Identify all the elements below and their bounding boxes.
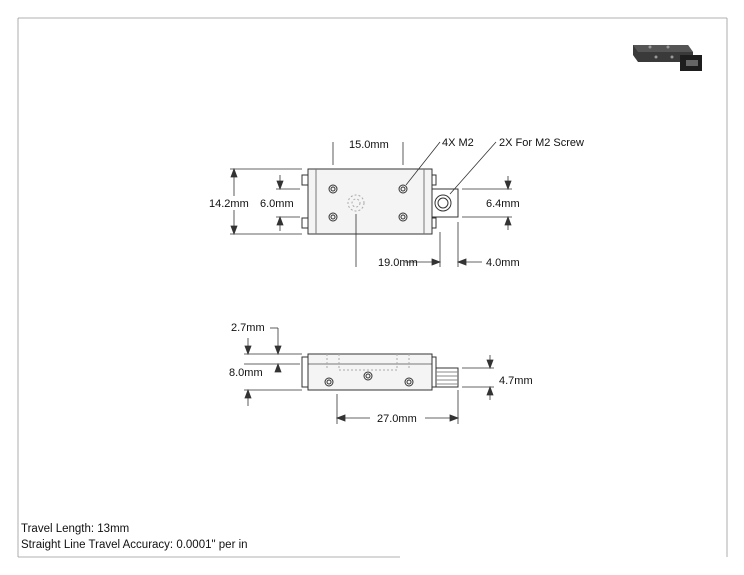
holes-callout-label: 4X M2 bbox=[442, 137, 474, 149]
thumbnail-hole bbox=[670, 55, 674, 59]
arrow-head bbox=[335, 414, 346, 422]
top-view bbox=[301, 168, 459, 235]
side-view-end-plate bbox=[301, 356, 309, 388]
side-view-knob bbox=[435, 367, 459, 388]
mount-hole-inner bbox=[400, 214, 406, 220]
thumbnail-hole bbox=[654, 55, 658, 59]
arrow-head bbox=[230, 167, 238, 178]
side-screw bbox=[324, 377, 334, 387]
side-view-end-plate bbox=[431, 356, 437, 388]
arrow-head bbox=[504, 215, 512, 226]
side-screw-inner bbox=[326, 379, 332, 385]
side-screw bbox=[404, 377, 414, 387]
hidden-center-hole-inner bbox=[351, 198, 361, 208]
side-screw-inner bbox=[406, 379, 412, 385]
top-view-knob bbox=[431, 188, 459, 218]
top-view-end-tab bbox=[431, 217, 437, 229]
mount-hole bbox=[328, 184, 338, 194]
dim-total-height-label: 14.2mm bbox=[209, 198, 249, 210]
arrow-head bbox=[486, 359, 494, 370]
thumbnail-hole bbox=[648, 45, 652, 49]
side-view bbox=[301, 353, 459, 391]
dim-knob-width-label: 4.0mm bbox=[486, 257, 520, 269]
arrow-head bbox=[486, 385, 494, 396]
top-view-knob-screw bbox=[434, 194, 452, 212]
side-screw bbox=[363, 371, 373, 381]
hidden-center-hole bbox=[347, 194, 365, 212]
arrow-head bbox=[244, 388, 252, 399]
top-view-holes bbox=[328, 184, 408, 222]
arrow-head bbox=[431, 258, 442, 266]
arrow-head bbox=[244, 345, 252, 356]
part-thumbnail bbox=[633, 45, 702, 71]
side-view-dimensions bbox=[244, 327, 494, 424]
thumbnail-knob-slot bbox=[686, 60, 698, 66]
top-view-end-tab bbox=[301, 217, 309, 229]
dim-knob-height-label: 6.4mm bbox=[486, 198, 520, 210]
mount-hole bbox=[398, 184, 408, 194]
mount-hole bbox=[398, 212, 408, 222]
mount-hole-inner bbox=[330, 186, 336, 192]
leader-screw bbox=[449, 141, 497, 195]
top-view-body bbox=[307, 168, 433, 235]
arrow-head bbox=[456, 258, 467, 266]
mount-hole bbox=[328, 212, 338, 222]
top-view-knob-screw-inner bbox=[437, 197, 449, 209]
leader-holes bbox=[405, 141, 441, 186]
arrow-head bbox=[276, 180, 284, 191]
dim-body-width-label: 19.0mm bbox=[378, 257, 418, 269]
mount-hole-inner bbox=[330, 214, 336, 220]
mount-hole-inner bbox=[400, 186, 406, 192]
arrow-head bbox=[230, 225, 238, 236]
arrow-head bbox=[274, 345, 282, 356]
dim-side-height-label: 8.0mm bbox=[229, 367, 263, 379]
thumbnail-top-face bbox=[633, 45, 693, 52]
screw-callout-label: 2X For M2 Screw bbox=[499, 137, 584, 149]
arrow-head bbox=[504, 180, 512, 191]
sheet-frame bbox=[17, 17, 728, 558]
side-screw-inner bbox=[365, 373, 371, 379]
top-view-end-tab bbox=[431, 174, 437, 186]
dim-knob-side-height-label: 4.7mm bbox=[499, 375, 533, 387]
dim-hole-spacing-label: 6.0mm bbox=[260, 198, 294, 210]
accuracy-note: Straight Line Travel Accuracy: 0.0001" p… bbox=[21, 539, 248, 551]
travel-length-note: Travel Length: 13mm bbox=[21, 523, 130, 535]
dim-top-offset-label: 2.7mm bbox=[231, 322, 265, 334]
thumbnail-hole bbox=[666, 45, 670, 49]
arrow-head bbox=[276, 215, 284, 226]
arrow-head bbox=[274, 362, 282, 373]
dim-length-label: 27.0mm bbox=[377, 413, 417, 425]
top-view-dimensions bbox=[230, 141, 512, 267]
dim-top-width-label: 15.0mm bbox=[349, 139, 389, 151]
arrow-head bbox=[449, 414, 460, 422]
top-view-end-tab bbox=[301, 174, 309, 186]
